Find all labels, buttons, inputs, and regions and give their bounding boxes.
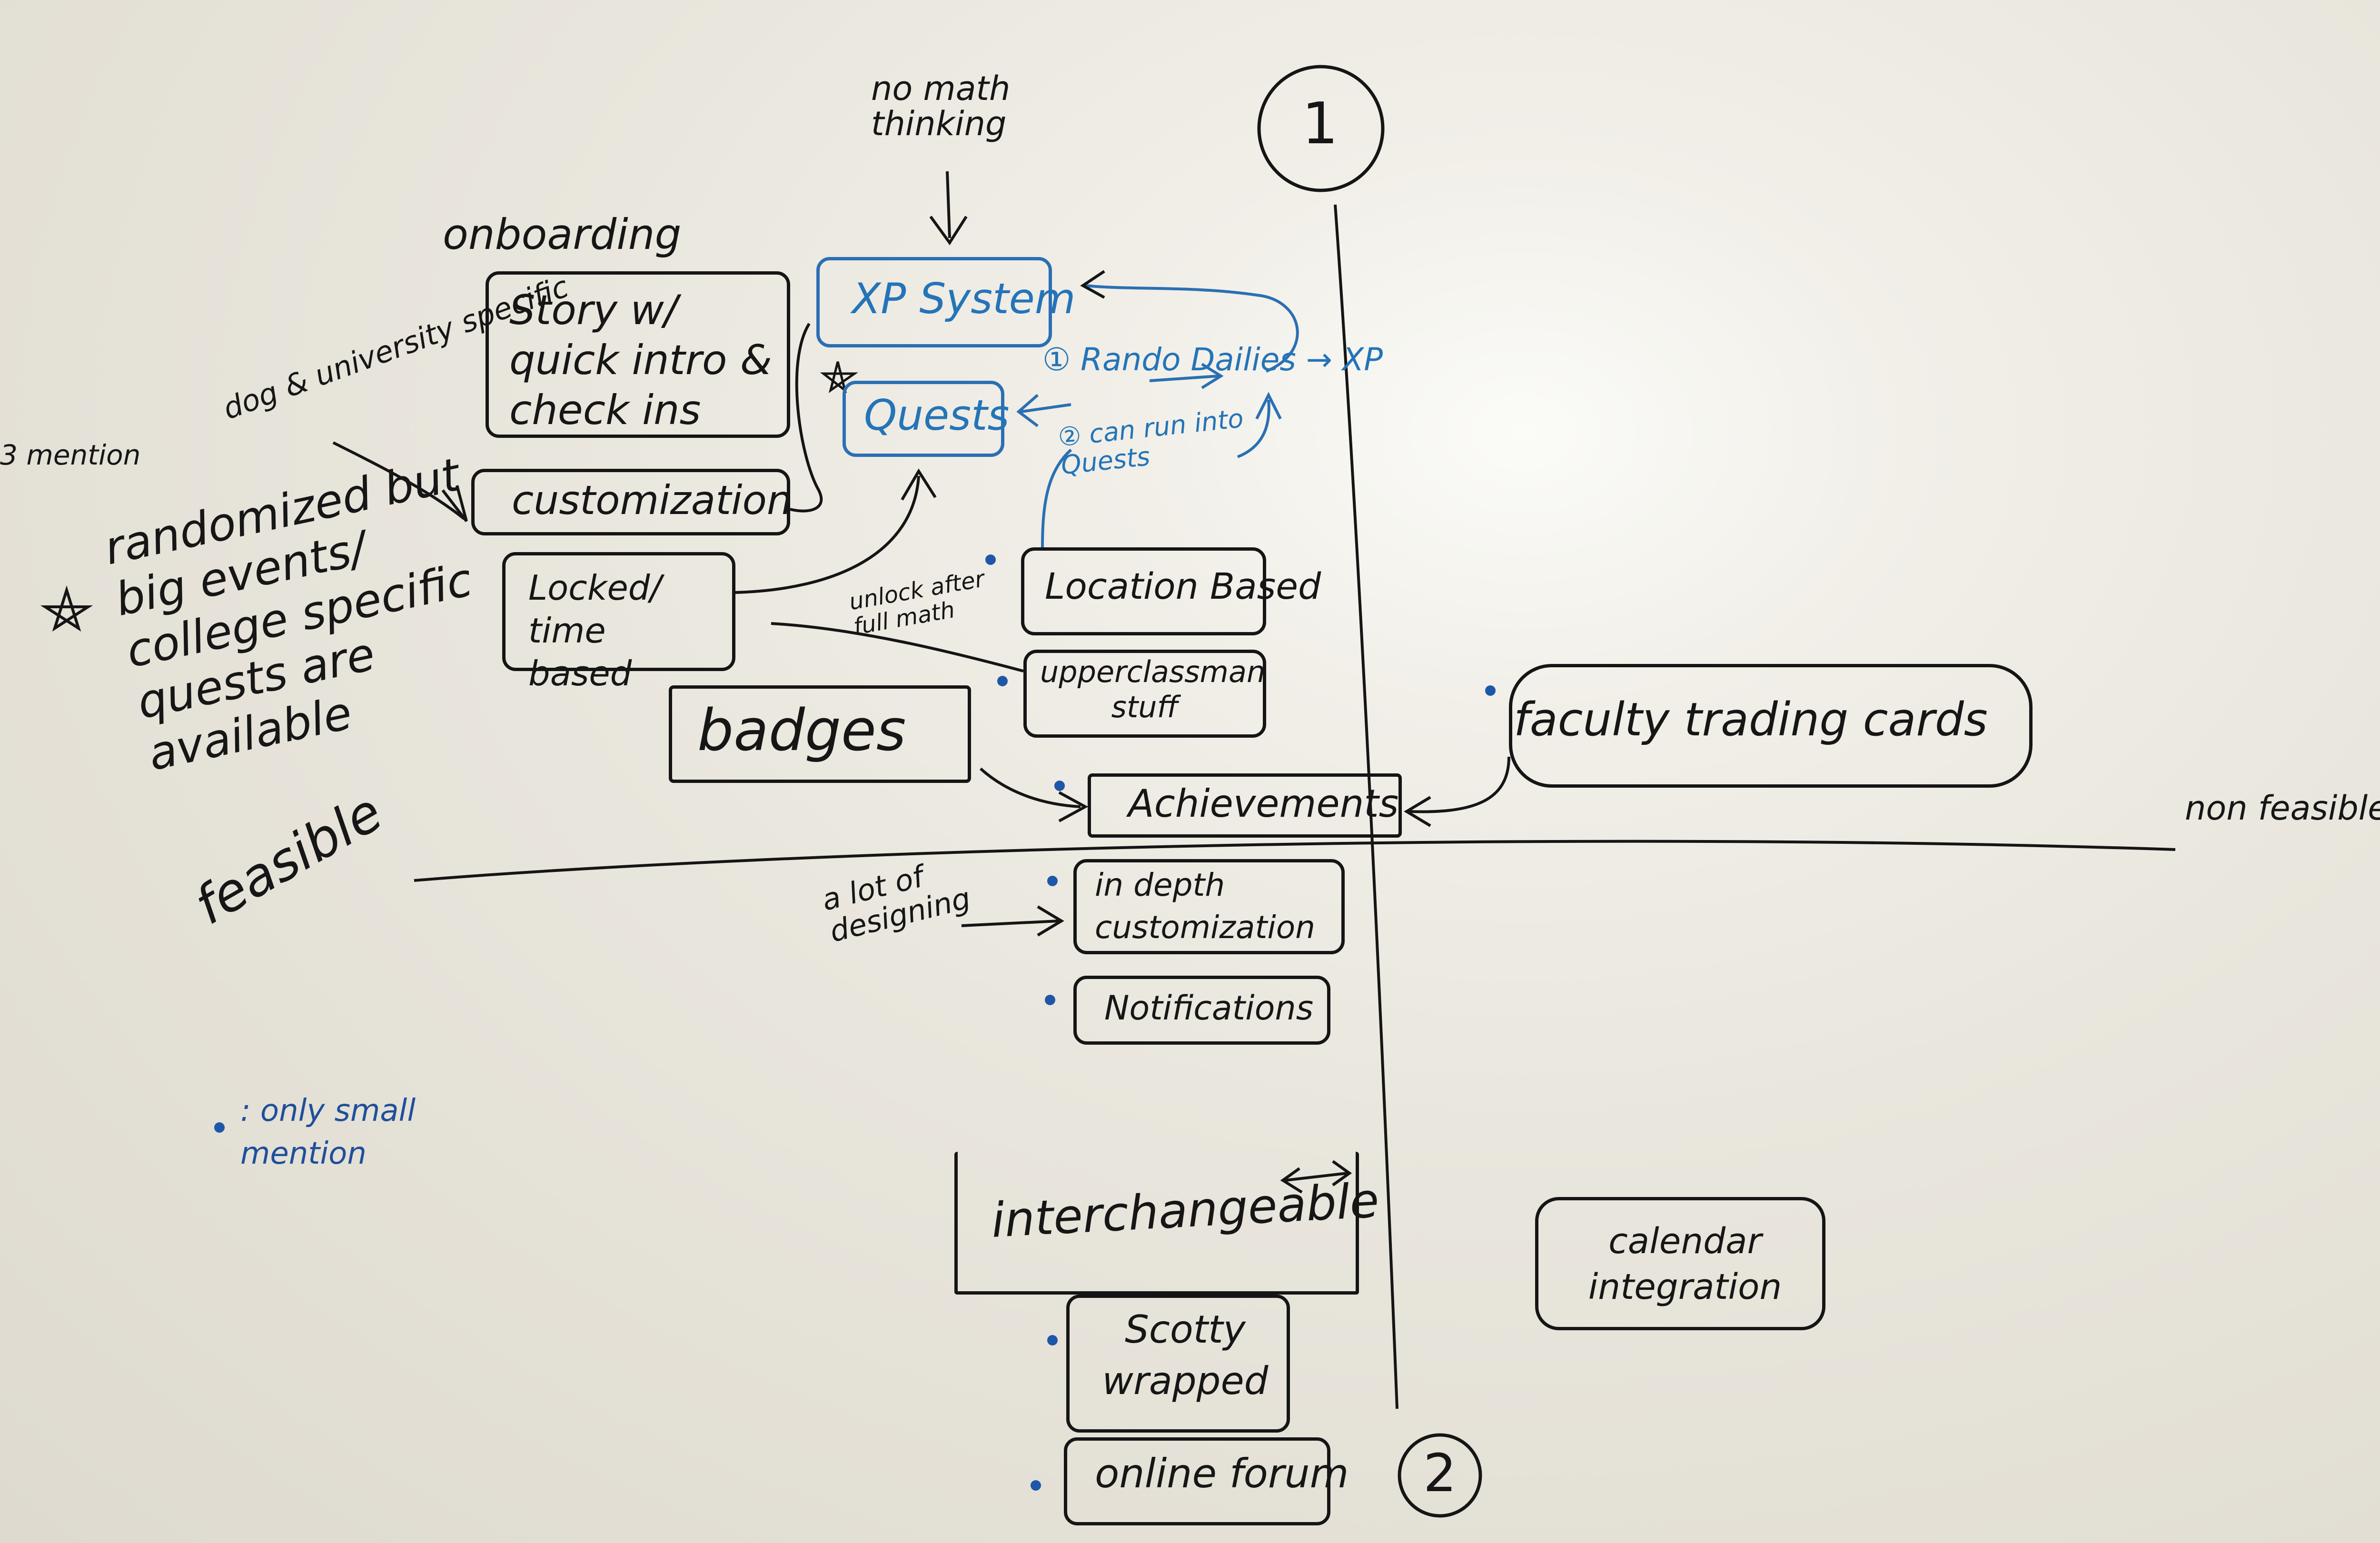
story-label: Story w/ quick intro & check ins <box>509 287 772 434</box>
quests-box <box>843 381 1004 457</box>
arrow-location-run <box>1041 448 1072 548</box>
customization-label: customization <box>512 477 793 524</box>
faculty-cards-label: faculty trading cards <box>1514 693 1988 746</box>
quadrant-2-label: 2 <box>1423 1443 1457 1503</box>
quests-label: Quests <box>864 391 1010 440</box>
arrow-badges-achievements <box>979 767 1081 808</box>
arrow-dailies-xp <box>1149 375 1219 382</box>
achievements-label: Achievements <box>1128 781 1399 826</box>
legend-text: : only small mention <box>240 1093 416 1171</box>
calendar-integration-label: calendar integration <box>1588 1221 1782 1308</box>
locked-timebased-label: Locked/ time based <box>528 568 662 693</box>
dailies-note-1: ① Rando Dailies → XP <box>1042 341 1383 378</box>
mention-dot-faculty <box>1485 685 1496 696</box>
arrow-xp-loop <box>1085 284 1299 373</box>
xp-system-box <box>816 257 1052 347</box>
online-forum-box <box>1064 1437 1330 1525</box>
mention-dot-upperclassman <box>997 676 1008 686</box>
upperclassman-box <box>1023 650 1266 738</box>
calendar-integration-box <box>1535 1197 1825 1330</box>
story-box <box>486 271 790 438</box>
mention-dot-forum <box>1031 1480 1041 1491</box>
quadrant-2-circle <box>1398 1433 1482 1518</box>
locked-timebased-box <box>502 552 735 671</box>
mention-dot-achievements <box>1054 781 1065 791</box>
badges-label: badges <box>697 698 906 764</box>
in-depth-customization-box <box>1073 859 1345 954</box>
arrow-dailies-quests <box>1021 403 1071 413</box>
achievements-box <box>1088 773 1402 838</box>
arrow-dog-customization <box>332 441 465 520</box>
arrow-designing <box>961 920 1060 927</box>
scotty-wrapped-box <box>1066 1295 1290 1433</box>
online-forum-label: online forum <box>1095 1450 1349 1497</box>
arrow-nomath-xp <box>946 171 951 238</box>
location-based-box <box>1021 547 1266 635</box>
upperclassman-label: upperclassman stuff <box>1040 654 1266 725</box>
faculty-cards-box <box>1509 664 2033 788</box>
quadrant-1-circle <box>1257 65 1385 192</box>
in-depth-customization-label: in depth customization <box>1095 867 1315 946</box>
mention-dot-notifications <box>1045 995 1055 1005</box>
arrow-locked-quests <box>733 475 920 594</box>
mention-left-note: 3 mention <box>0 439 141 471</box>
arrow-loop-left <box>790 323 823 513</box>
no-math-thinking-note: no math thinking <box>871 69 1011 143</box>
mention-dot-scotty <box>1047 1335 1058 1345</box>
xp-system-label: XP System <box>852 274 1076 323</box>
horizontal-axis <box>414 840 2176 882</box>
quadrant-1-label: 1 <box>1302 91 1339 157</box>
notifications-box <box>1073 976 1330 1045</box>
arrow-interchangeable <box>1285 1172 1348 1182</box>
mention-dot-location <box>985 554 996 565</box>
line-unlock <box>771 622 1024 673</box>
badges-box <box>669 685 971 783</box>
notifications-label: Notifications <box>1104 989 1314 1028</box>
interchangeable-box <box>954 1152 1359 1295</box>
vertical-axis <box>1334 204 1398 1409</box>
legend-dot <box>214 1122 225 1133</box>
star-randomized <box>40 585 93 632</box>
arrow-faculty-achievements <box>1408 756 1510 813</box>
customization-box <box>471 469 790 535</box>
star-quests <box>820 361 858 394</box>
arrow-run-xp <box>1237 399 1270 458</box>
mention-dot-indepth <box>1047 876 1058 886</box>
location-based-label: Location Based <box>1045 565 1321 607</box>
non-feasible-label: non feasible <box>2185 789 2380 828</box>
onboarding-label: onboarding <box>443 210 682 259</box>
scotty-wrapped-label: Scotty wrapped <box>1102 1307 1269 1403</box>
